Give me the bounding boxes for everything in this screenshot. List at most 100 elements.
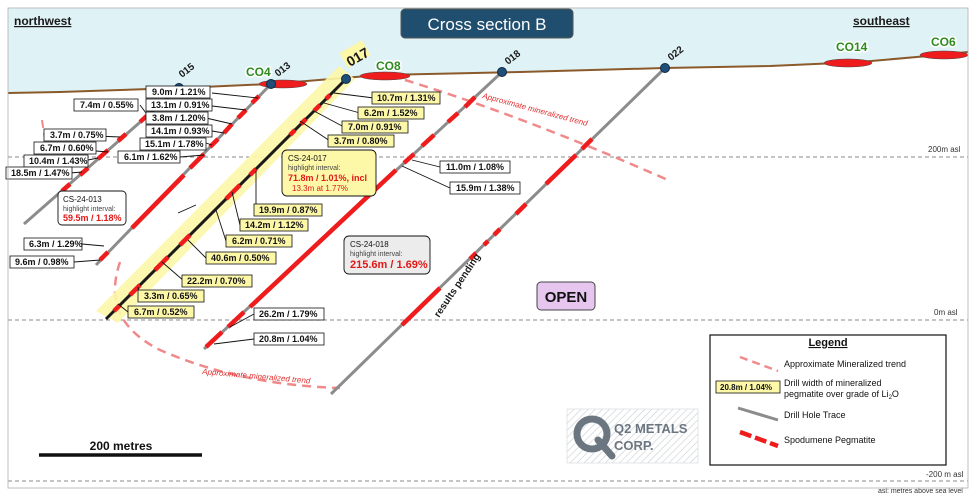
direction-southeast: southeast [853,14,910,28]
interval-box: 15.9m / 1.38% [449,181,521,195]
svg-text:14.1m / 0.93%: 14.1m / 0.93% [151,126,210,136]
interval-box: 14.1m / 0.93% [145,124,213,138]
section-title: Cross section B [427,15,546,34]
svg-text:6.2m / 1.52%: 6.2m / 1.52% [364,108,418,118]
outcrop-co14-marker [823,58,873,68]
interval-box: 7.4m / 0.55% [73,98,139,112]
ground-surface [7,51,969,94]
svg-text:highlight interval:: highlight interval: [350,251,403,258]
svg-text:CS-24-018: CS-24-018 [350,240,389,249]
scale-bar-label: 200 metres [90,439,153,453]
svg-text:CORP.: CORP. [614,438,654,453]
legend-trend-label: Approximate Mineralized trend [784,359,906,369]
svg-text:215.6m / 1.69%: 215.6m / 1.69% [350,259,428,271]
legend-title: Legend [808,337,847,349]
interval-box: 11.0m / 1.08% [439,160,511,174]
interval-box-highlight: 10.7m / 1.31% [371,91,441,105]
interval-box: 15.1m / 1.78% [139,137,207,151]
svg-text:Q2 METALS: Q2 METALS [614,421,688,436]
elevation-label-200: 200m asl [928,145,961,154]
mineralized-trend-upper [404,78,669,182]
trend-label-lower: Approximate mineralized trend [201,367,311,386]
collar-022[interactable] [660,63,670,73]
interval-box: 10.4m / 1.43% [23,154,89,168]
svg-text:6.3m / 1.29%: 6.3m / 1.29% [29,239,83,249]
callout-cs-24-017: CS-24-017 highlight interval: 71.8m / 1.… [281,149,377,197]
elevation-label-0: 0m asl [934,308,958,317]
svg-text:26.2m / 1.79%: 26.2m / 1.79% [259,309,318,319]
legend-drill-label: Drill Hole Trace [784,410,846,420]
outcrop-co8-marker [359,71,411,81]
open-box [536,281,596,311]
open-label: OPEN [545,289,588,306]
outcrop-co8-label: CO8 [376,59,401,73]
svg-text:6.1m / 1.62%: 6.1m / 1.62% [124,152,178,162]
interval-box-highlight: 3.3m / 0.65% [137,289,205,303]
hole-label-017-bg [339,40,371,69]
interval-box: 9.6m / 0.98% [9,255,75,269]
legend-width-sample: 20.8m / 1.04% [720,383,772,392]
interval-box: 26.2m / 1.79% [253,307,325,321]
diagram-frame [7,7,969,489]
interval-box: 3.8m / 1.20% [145,111,209,125]
legend-trend-swatch [739,355,779,373]
svg-text:19.9m / 0.87%: 19.9m / 0.87% [259,205,318,215]
interval-box: 20.8m / 1.04% [253,332,325,346]
svg-text:3.8m / 1.20%: 3.8m / 1.20% [152,113,206,123]
svg-text:15.9m / 1.38%: 15.9m / 1.38% [456,183,515,193]
svg-text:13.3m at 1.77%: 13.3m at 1.77% [292,184,348,193]
sky-area [8,8,968,93]
svg-text:40.6m / 0.50%: 40.6m / 0.50% [211,253,270,263]
interval-box-highlight: 7.0m / 0.91% [341,120,409,134]
svg-text:14.2m / 1.12%: 14.2m / 1.12% [245,220,304,230]
svg-text:6.7m / 0.60%: 6.7m / 0.60% [40,143,94,153]
interval-box-highlight: 6.7m / 0.52% [127,305,195,319]
outcrop-co14-label: CO14 [836,40,868,54]
svg-text:22.2m / 0.70%: 22.2m / 0.70% [187,276,246,286]
collar-017[interactable] [341,74,351,84]
interval-box-highlight: 19.9m / 0.87% [253,203,323,217]
outcrop-co4-label: CO4 [246,65,271,79]
svg-text:20.8m / 1.04%: 20.8m / 1.04% [259,334,318,344]
svg-text:highlight interval:: highlight interval: [288,165,341,172]
callout-cs-24-013: CS-24-013 highlight interval: 59.5m / 1.… [57,190,127,226]
collar-013[interactable] [266,79,276,89]
interval-box: 6.3m / 1.29% [23,237,83,251]
svg-text:13.1m / 0.91%: 13.1m / 0.91% [151,100,210,110]
callout-cs-24-018: CS-24-018 highlight interval: 215.6m / 1… [343,235,431,275]
interval-box-highlight: 6.2m / 1.52% [357,106,425,120]
interval-box-highlight: 6.2m / 0.71% [225,234,293,248]
svg-text:59.5m / 1.18%: 59.5m / 1.18% [63,213,122,223]
svg-text:6.7m / 0.52%: 6.7m / 0.52% [134,307,188,317]
outcrop-co6-label: CO6 [931,35,956,49]
highlight-zone-017 [96,66,355,323]
collar-018[interactable] [497,67,507,77]
svg-text:CS-24-013: CS-24-013 [63,195,102,204]
legend-spodumene-swatch [739,429,779,449]
svg-text:highlight interval:: highlight interval: [63,206,116,213]
legend-width-line1: Drill width of mineralized [784,378,882,388]
svg-text:10.7m / 1.31%: 10.7m / 1.31% [377,93,436,103]
svg-text:3.3m / 0.65%: 3.3m / 0.65% [144,291,198,301]
svg-text:10.4m / 1.43%: 10.4m / 1.43% [29,156,88,166]
legend-width-swatch [715,380,781,394]
svg-text:7.0m / 0.91%: 7.0m / 0.91% [348,122,402,132]
interval-box: 13.1m / 0.91% [145,98,213,112]
svg-text:9.6m / 0.98%: 9.6m / 0.98% [15,257,69,267]
interval-box-highlight: 14.2m / 1.12% [239,218,309,232]
interval-box: 6.7m / 0.60% [33,141,97,155]
svg-text:7.4m / 0.55%: 7.4m / 0.55% [80,100,134,110]
svg-text:71.8m / 1.01%, incl: 71.8m / 1.01%, incl [288,173,367,183]
svg-text:18.5m / 1.47%: 18.5m / 1.47% [11,168,70,178]
interval-box: 3.7m / 0.75% [43,128,107,142]
svg-text:3.7m / 0.75%: 3.7m / 0.75% [50,130,104,140]
legend: Legend Approximate Mineralized trend 20.… [709,334,947,466]
interval-box-highlight: 3.7m / 0.80% [327,134,395,148]
interval-box: 6.1m / 1.62% [117,150,181,164]
svg-text:3.7m / 0.80%: 3.7m / 0.80% [334,136,388,146]
interval-box-highlight: 40.6m / 0.50% [205,251,277,265]
elevation-label-minus200: -200 m asl [926,470,964,479]
asl-footnote: asl: metres above sea level [878,488,963,495]
